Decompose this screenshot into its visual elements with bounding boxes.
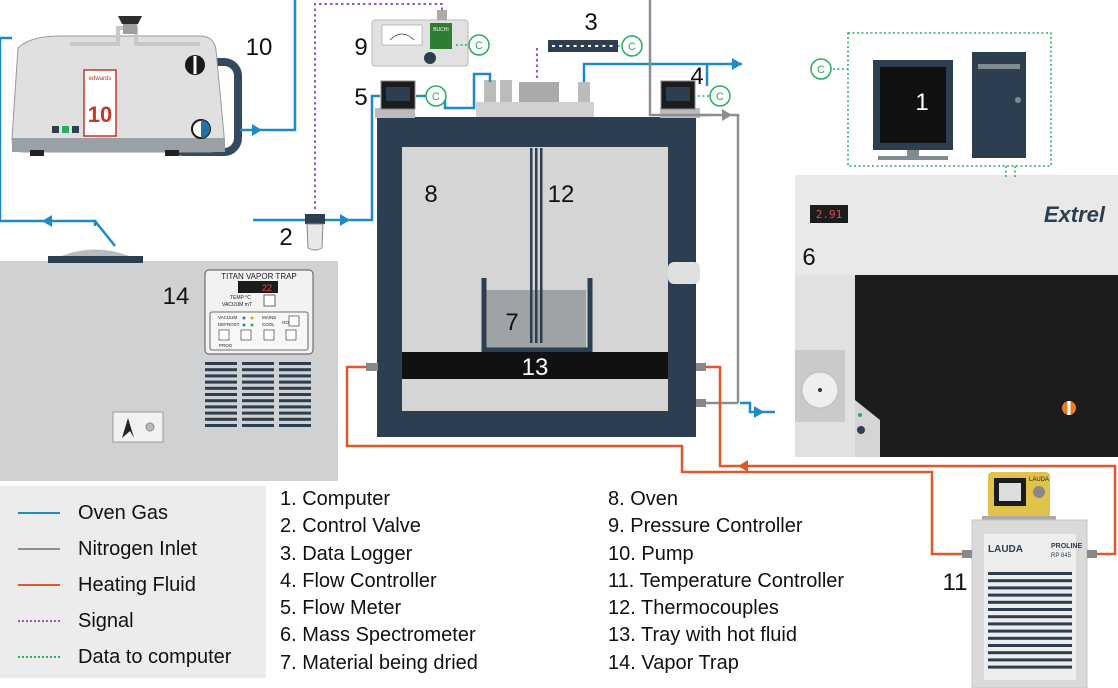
key-item-13: 13. Tray with hot fluid — [608, 624, 797, 647]
signal-markers: C C C C C — [425, 34, 832, 107]
label-14: 14 — [163, 283, 190, 310]
heating-fluid-arrows — [738, 460, 748, 472]
signal-lines — [314, 3, 538, 212]
pressure-controller: BUCHI — [371, 10, 469, 67]
temperature-controller: LAUDA LAUDA PROLINE RP 845 — [962, 472, 1097, 688]
lauda-body-brand: LAUDA — [988, 544, 1023, 555]
vp-btn-go: GO — [282, 320, 290, 325]
vapor-trap-title: TITAN VAPOR TRAP — [221, 272, 297, 281]
legend-label-oven-gas: Oven Gas — [78, 501, 169, 524]
label-10: 10 — [246, 34, 273, 61]
key-item-3: 3. Data Logger — [280, 542, 413, 565]
label-6: 6 — [802, 244, 815, 271]
key-left-column: 1. Computer 2. Control Valve 3. Data Log… — [280, 486, 478, 677]
vp-btn-prog: PROG — [219, 343, 233, 348]
data-to-computer-lines — [833, 32, 1052, 177]
pressure-controller-brand: BUCHI — [433, 27, 449, 33]
legend-label-nitrogen-inlet: Nitrogen Inlet — [78, 537, 197, 560]
marker-flow-meter: C — [432, 91, 440, 103]
control-valve — [305, 214, 325, 251]
key-item-4: 4. Flow Controller — [280, 569, 437, 592]
flow-meter — [380, 80, 416, 110]
flow-controller — [660, 80, 696, 110]
label-3: 3 — [584, 9, 597, 36]
key-item-8: 8. Oven — [608, 488, 679, 510]
key-item-12: 12. Thermocouples — [608, 597, 779, 620]
legend-label-signal: Signal — [78, 609, 134, 632]
oven-gas-arrows — [42, 58, 764, 418]
legend-oven-gas: Oven Gas — [18, 498, 168, 528]
pump-model: 10 — [88, 102, 112, 127]
lauda-top-brand: LAUDA — [1029, 477, 1049, 483]
legend-signal: Signal — [18, 606, 134, 636]
key-item-5: 5. Flow Meter — [280, 597, 402, 620]
key-item-10: 10. Pump — [608, 542, 694, 565]
mass-spec-brand: Extrel — [1044, 202, 1106, 227]
vp-btn-mains: MAINS — [262, 315, 276, 320]
vapor-trap: TITAN VAPOR TRAP 22 TEMP °C VACUUM mT VA… — [0, 249, 338, 481]
heating-fluid-lines — [345, 365, 1117, 556]
key-right-column: 8. Oven 9. Pressure Controller 10. Pump … — [608, 486, 844, 677]
marker-computer: C — [817, 64, 825, 76]
nitrogen-inlet-lines — [648, 0, 740, 405]
legend-swatch-signal — [18, 620, 60, 622]
pump-brand: edwards — [89, 76, 112, 82]
data-logger — [548, 40, 618, 52]
key-item-1: 1. Computer — [280, 488, 391, 510]
marker-data-logger: C — [628, 41, 636, 53]
lauda-line-part2: LINE — [1066, 543, 1082, 550]
nitrogen-arrows — [722, 109, 732, 121]
key-item-9: 9. Pressure Controller — [608, 515, 803, 538]
key-item-7: 7. Material being dried — [280, 651, 478, 674]
vapor-trap-vacuum-label: VACUUM mT — [222, 302, 252, 308]
label-7: 7 — [505, 309, 518, 336]
label-2: 2 — [279, 224, 292, 251]
label-12: 12 — [548, 181, 575, 208]
marker-flow-controller: C — [716, 91, 724, 103]
legend-swatch-nitrogen-inlet — [18, 548, 60, 550]
computer — [873, 52, 1026, 160]
key-item-11: 11. Temperature Controller — [608, 569, 845, 592]
legend-nitrogen-inlet: Nitrogen Inlet — [18, 534, 197, 564]
legend-label-data-to-computer: Data to computer — [78, 645, 232, 668]
legend: Oven Gas Nitrogen Inlet Heating Fluid Si… — [0, 486, 266, 678]
lauda-line-part1: PRO — [1051, 543, 1067, 550]
legend-swatch-oven-gas — [18, 512, 60, 514]
vp-btn-cool: COOL — [262, 322, 275, 327]
lauda-model: RP 845 — [1051, 553, 1072, 559]
vapor-trap-display: 22 — [262, 283, 272, 293]
legend-heating-fluid: Heating Fluid — [18, 570, 196, 600]
label-8: 8 — [424, 181, 437, 208]
legend-label-heating-fluid: Heating Fluid — [78, 573, 196, 596]
marker-pressure-controller: C — [475, 40, 483, 52]
lauda-line: PROLINE — [1051, 543, 1082, 550]
vp-btn-vacuum: VACUUM — [218, 315, 237, 320]
label-5: 5 — [354, 84, 367, 111]
vapor-trap-temp-label: TEMP °C — [230, 295, 251, 301]
number-labels: 1 2 3 4 5 6 7 8 9 10 11 12 13 14 — [163, 9, 968, 596]
vp-btn-defrost: DEFROST — [218, 322, 240, 327]
legend-swatch-data-to-computer — [18, 656, 60, 658]
label-11: 11 — [943, 569, 968, 596]
mass-spectrometer: 2.91 Extrel — [795, 175, 1118, 457]
label-1: 1 — [915, 89, 928, 116]
key-item-2: 2. Control Valve — [280, 515, 421, 538]
oven — [366, 80, 706, 437]
legend-data-to-computer: Data to computer — [18, 642, 231, 672]
vacuum-pump: edwards 10 — [11, 16, 242, 156]
mass-spec-display: 2.91 — [816, 208, 843, 221]
label-9: 9 — [354, 34, 367, 61]
key-item-6: 6. Mass Spectrometer — [280, 624, 476, 647]
label-4: 4 — [690, 63, 703, 90]
label-13: 13 — [522, 354, 549, 381]
legend-swatch-heating-fluid — [18, 584, 60, 586]
key-item-14: 14. Vapor Trap — [608, 651, 739, 674]
green-connectors — [416, 44, 710, 97]
